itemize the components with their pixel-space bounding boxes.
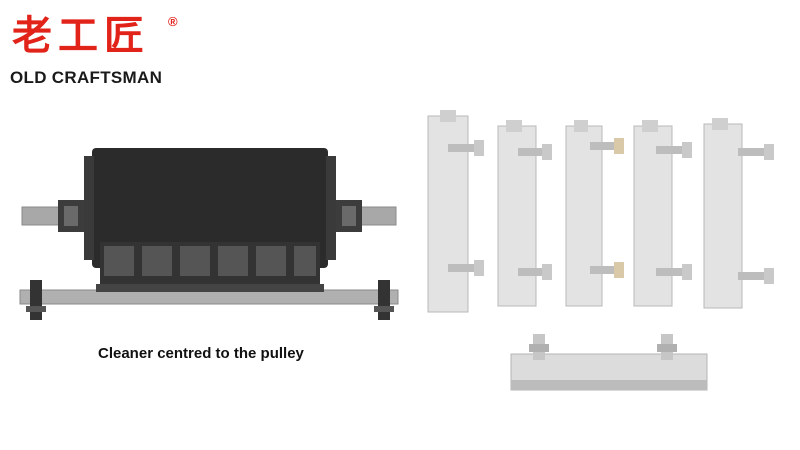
illustration-caption: Cleaner centred to the pulley	[98, 345, 304, 362]
left-bearing	[58, 200, 84, 232]
logo-english-text: OLD CRAFTSMAN	[10, 68, 163, 87]
cleaner-blades	[100, 242, 320, 284]
blade-holder-2	[497, 120, 552, 307]
left-tensioner	[26, 280, 46, 320]
blade-holder-4	[633, 120, 692, 307]
horizontal-blade-holder	[510, 334, 708, 391]
blade-holders	[427, 110, 774, 313]
blade-holder-1	[427, 110, 484, 313]
blade-holder-5	[703, 118, 774, 309]
logo-chinese-text: 老工匠	[12, 13, 150, 59]
right-tensioner	[374, 280, 394, 320]
pulley-cleaner-illustration	[19, 148, 399, 320]
cleaner-mount-pipe	[19, 289, 399, 305]
right-bearing	[336, 200, 362, 232]
brand-logo: 老工匠 ® OLD CRAFTSMAN	[10, 12, 200, 92]
pulley-drum	[92, 148, 328, 268]
blade-holder-3	[565, 120, 624, 307]
registered-mark: ®	[168, 14, 178, 29]
